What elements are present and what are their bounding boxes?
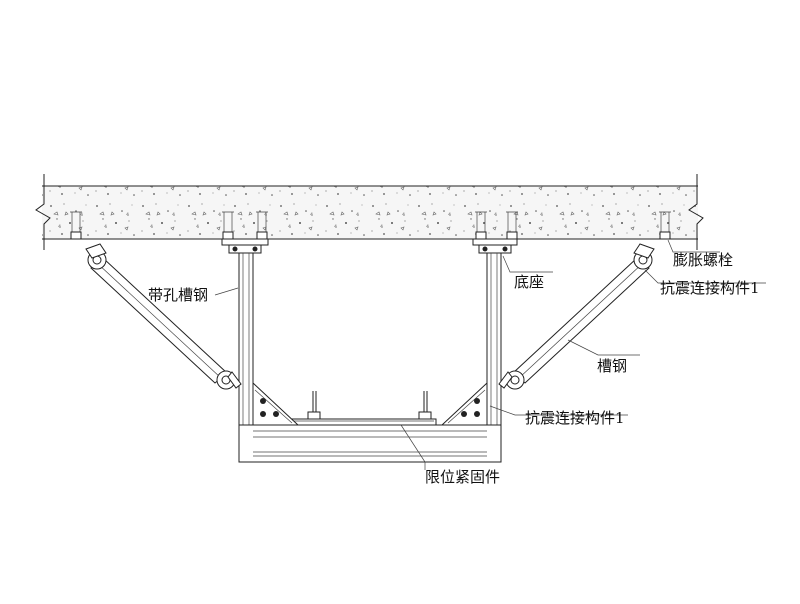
- horizontal-channel: [238, 424, 502, 463]
- limit-fasteners: [289, 391, 437, 426]
- base-plates: [221, 238, 518, 254]
- bolt-right-outer: [659, 211, 671, 240]
- diagonal-braces: [85, 243, 655, 390]
- corner-connectors: [252, 381, 488, 426]
- leader-lines: [214, 239, 766, 470]
- label-seismic-connector-lower: 抗震连接构件1: [525, 409, 625, 427]
- vertical-channels: [238, 252, 502, 463]
- label-seismic-connector-upper: 抗震连接构件1: [660, 279, 760, 297]
- label-limit-fastener: 限位紧固件: [425, 468, 500, 486]
- concrete-slab: [35, 174, 704, 250]
- label-slotted-channel: 带孔槽钢: [148, 286, 208, 304]
- label-expansion-bolt: 膨胀螺栓: [673, 251, 733, 269]
- label-base: 底座: [514, 273, 544, 291]
- label-channel-steel: 槽钢: [597, 357, 627, 375]
- bolt-left-outer: [70, 211, 82, 240]
- bolt-col1-b: [256, 211, 268, 240]
